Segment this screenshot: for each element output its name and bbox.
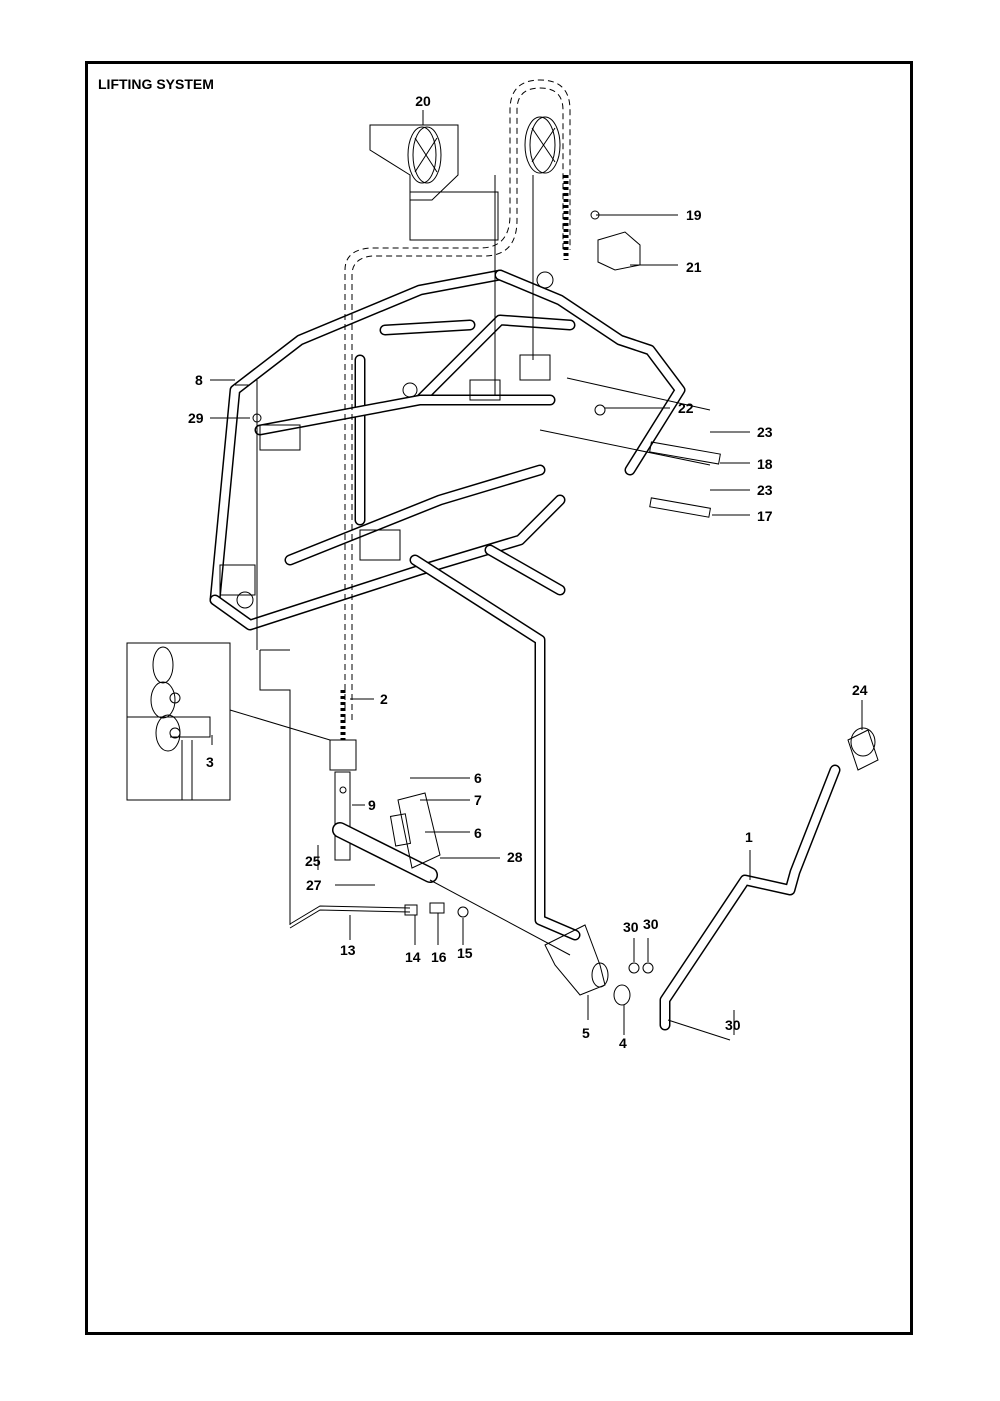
callout-17: 17 [757, 508, 773, 524]
pins-17-18 [539, 377, 721, 518]
leader-lines [210, 110, 863, 1035]
callout-21: 21 [686, 259, 702, 275]
callout-24: 24 [852, 682, 868, 698]
callout-6b: 6 [474, 825, 482, 841]
lift-arm-9 [334, 771, 351, 861]
bracket-5 [544, 924, 654, 1006]
callout-27: 27 [306, 877, 322, 893]
callout-6a: 6 [474, 770, 482, 786]
callout-8: 8 [195, 372, 203, 388]
lift-shaft [332, 792, 571, 956]
chain-path [344, 79, 571, 720]
bracket-21 [590, 210, 641, 271]
callout-30c: 30 [725, 1017, 741, 1033]
callout-3: 3 [206, 754, 214, 770]
rod-13 [259, 649, 469, 929]
callout-18: 18 [757, 456, 773, 472]
callout-19: 19 [686, 207, 702, 223]
callout-23b: 23 [757, 482, 773, 498]
diagram-frame [85, 61, 913, 1335]
pin-8 [235, 380, 262, 650]
callout-22: 22 [678, 400, 694, 416]
callout-30b: 30 [643, 916, 659, 932]
callout-25: 25 [305, 853, 321, 869]
callout-23a: 23 [757, 424, 773, 440]
callout-14: 14 [405, 949, 421, 965]
callout-29: 29 [188, 410, 204, 426]
callout-7: 7 [474, 792, 482, 808]
callout-4: 4 [619, 1035, 627, 1051]
callout-5: 5 [582, 1025, 590, 1041]
callout-1: 1 [745, 829, 753, 845]
page-title: LIFTING SYSTEM [98, 76, 214, 92]
pulley-upper [524, 116, 561, 174]
callout-9: 9 [368, 797, 376, 813]
pulley-20 [369, 124, 499, 241]
link-rod [409, 554, 581, 941]
callout-20: 20 [415, 93, 431, 109]
chassis-frame [209, 269, 686, 631]
lever-1 [659, 727, 879, 1041]
callout-labels: 20 19 21 22 23 18 23 17 8 29 2 3 6 9 7 6… [188, 93, 868, 1051]
callout-13: 13 [340, 942, 356, 958]
callout-28: 28 [507, 849, 523, 865]
callout-16: 16 [431, 949, 447, 965]
inset-detail-3 [126, 642, 331, 801]
chain-2 [329, 690, 357, 771]
callout-15: 15 [457, 945, 473, 961]
callout-2: 2 [380, 691, 388, 707]
callout-30a: 30 [623, 919, 639, 935]
